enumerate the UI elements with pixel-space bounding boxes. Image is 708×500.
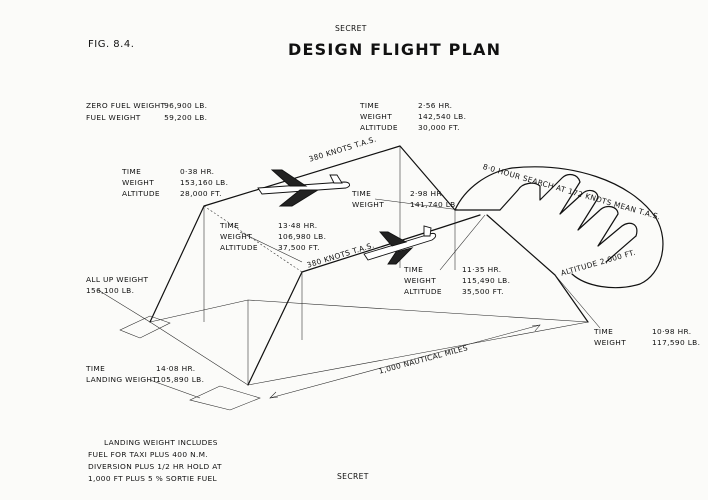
figure-label: FIG. 8.4. [88, 39, 135, 50]
search-racetrack [499, 173, 638, 263]
footnote-line-3: DIVERSION PLUS 1/2 HR HOLD AT [88, 462, 222, 471]
ground-box [149, 299, 589, 386]
aircraft-outbound-icon [257, 169, 351, 207]
footnote-line-2: FUEL FOR TAXI PLUS 400 N.M. [88, 450, 209, 459]
runway-arrival [189, 385, 261, 411]
runway-departure [119, 315, 171, 339]
page-title: DESIGN FLIGHT PLAN [288, 40, 502, 59]
return-route [247, 214, 481, 386]
landing-weight: LANDING WEIGHT105,890 LB. [86, 375, 205, 384]
classification-bottom: SECRET [337, 472, 369, 481]
aircraft-return-icon [363, 225, 437, 265]
zero-fuel-weight: ZERO FUEL WEIGHT 96,900 LB. [86, 101, 208, 110]
classification-top: SECRET [335, 24, 367, 33]
all-up-weight-label: ALL UP WEIGHT [86, 275, 149, 284]
fuel-weight: FUEL WEIGHT 59,200 LB. [86, 113, 208, 122]
search-area-outline [454, 166, 664, 289]
footnote-line-1: LANDING WEIGHT INCLUDES [104, 438, 218, 447]
all-up-weight-value: 156,100 LB. [86, 286, 135, 295]
footnote-line-4: 1,000 FT PLUS 5 % SORTIE FUEL [88, 474, 217, 483]
